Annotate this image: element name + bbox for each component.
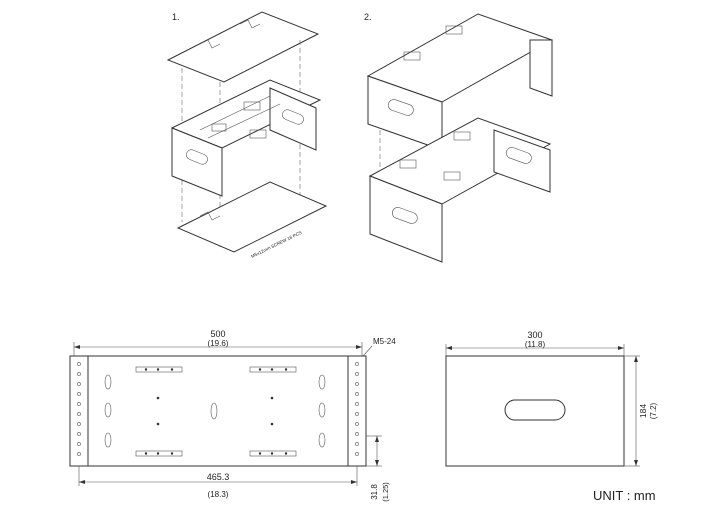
bottom-mounting-rails [135,450,297,457]
dim-arrow [446,346,452,350]
step-2-stacking-view: 2. [364,12,554,263]
upper-unit-side [529,39,553,97]
lower-handle-slot [391,207,418,224]
inner-rail [199,95,271,131]
top-cover-notch [199,39,221,49]
unit-label: UNIT : mm [593,488,656,503]
width-in-label: (19.6) [208,339,229,348]
inner-rail [207,103,281,139]
center-screw-points [156,396,274,426]
offset-mm-label: 31.8 [370,484,379,500]
left-rack-holes [77,362,81,456]
lower-unit-side [493,129,551,193]
mount-mm-label: 465.3 [207,472,230,482]
hole-spec-label: M5-24 [373,337,396,346]
lower-bracket [399,159,417,169]
front-panel-outline [69,355,367,467]
bracket [249,129,267,139]
bracket [243,101,261,111]
dim-arrow [351,480,357,484]
right-rack-holes [355,362,359,456]
lower-side-handle-slot [505,147,532,164]
lower-bracket [443,171,461,181]
step-1-exploded-view: 1. M5x12mm SCREW 16 PCS [166,11,328,259]
lower-unit-front [369,175,443,263]
top-mounting-rails [135,366,297,373]
dim-arrow [634,356,638,362]
dim-arrow [634,460,638,466]
height-in-label: (7.2) [649,402,658,419]
depth-mm-label: 300 [527,330,542,340]
step-1-label: 1. [172,12,180,22]
mount-in-label: (18.3) [208,490,229,499]
lower-bracket [453,131,471,141]
left-handle-slot [186,149,208,165]
frame-right-panel [269,87,317,151]
upper-bracket [445,25,463,35]
top-cover-plate [166,11,320,83]
frame-left-panel [171,127,223,197]
step-2-label: 2. [364,12,372,22]
oval-slots [104,374,326,448]
upper-bracket [403,51,421,61]
bracket [211,123,227,132]
dim-arrow [375,436,379,442]
dim-arrow [375,460,379,466]
bottom-plate-notch [199,211,221,221]
dim-arrow [74,345,80,349]
offset-in-label: (1.25) [381,482,390,502]
side-panel-outline [445,355,625,467]
top-cover-notch-2 [239,19,261,29]
height-mm-label: 184 [638,404,648,418]
side-handle-slot [504,399,566,421]
dim-arrow [356,345,362,349]
width-mm-label: 500 [210,329,225,339]
front-view: 500 (19.6) M5-24 [69,329,396,502]
right-handle-slot [282,109,304,125]
bottom-base-plate [176,181,328,253]
dim-arrow [618,346,624,350]
dim-arrow [79,480,85,484]
upper-handle-slot [387,99,414,116]
depth-in-label: (11.8) [525,340,546,349]
side-view: 300 (11.8) 184 (7.2) [445,330,658,467]
